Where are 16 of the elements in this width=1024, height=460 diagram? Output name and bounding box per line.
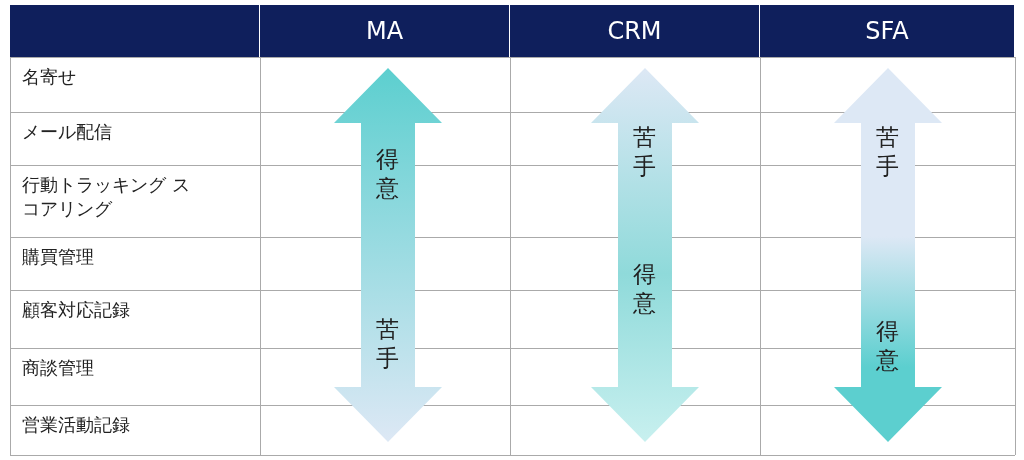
column-header: CRM (510, 5, 760, 57)
arrow-label: 得意 (875, 317, 900, 375)
row-label: 購買管理 (22, 245, 95, 269)
arrow-label: 苦手 (632, 123, 657, 181)
column-header: MA (260, 5, 510, 57)
arrow-label: 苦手 (875, 123, 900, 181)
column-header: SFA (760, 5, 1015, 57)
row-label: 行動トラッキング スコアリング (22, 173, 191, 222)
row-label: 名寄せ (22, 65, 77, 89)
arrow-label: 得意 (632, 260, 657, 318)
row-label: 顧客対応記録 (22, 298, 131, 322)
row-label: メール配信 (22, 120, 113, 144)
arrow-label: 苦手 (375, 315, 400, 373)
arrow-label: 得意 (375, 145, 400, 203)
row-label: 営業活動記録 (22, 413, 131, 437)
row-label: 商談管理 (22, 356, 95, 380)
